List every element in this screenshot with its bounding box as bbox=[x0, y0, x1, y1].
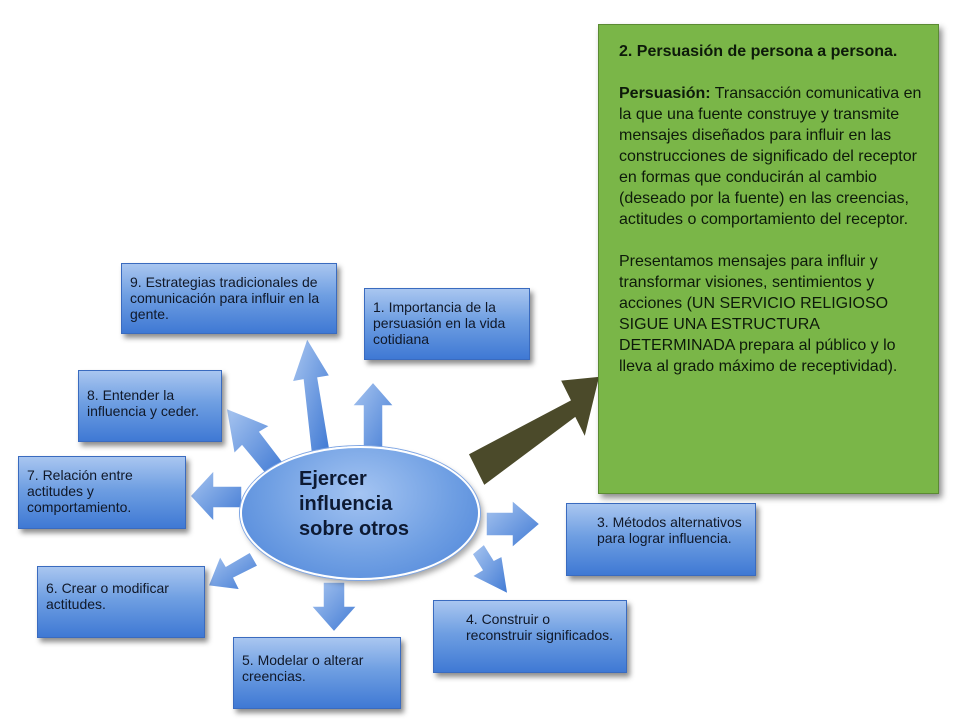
item-6-box: 6. Crear o modificar actitudes. bbox=[37, 566, 205, 638]
detail-term: Persuasión: bbox=[619, 85, 711, 102]
item-5-text: 5. Modelar o alterar creencias. bbox=[242, 652, 364, 684]
central-title: Ejercer influencia sobre otros bbox=[299, 468, 410, 540]
arrow-to-item-3 bbox=[485, 498, 542, 550]
arrow-to-item-4 bbox=[470, 542, 509, 596]
detail-heading: 2. Persuasión de persona a persona. bbox=[619, 43, 898, 60]
item-3-box: 3. Métodos alternativos para lograr infl… bbox=[566, 503, 756, 576]
item-3-text: 3. Métodos alternativos para lograr infl… bbox=[597, 514, 742, 546]
arrow-to-item-7 bbox=[188, 468, 243, 524]
item-8-box: 8. Entender la influencia y ceder. bbox=[78, 370, 222, 442]
arrow-to-item-8 bbox=[225, 406, 285, 478]
detail-box: 2. Persuasión de persona a persona. Pers… bbox=[598, 24, 939, 494]
item-4-box: 4. Construir o reconstruir significados. bbox=[433, 600, 627, 673]
item-9-box: 9. Estrategias tradicionales de comunica… bbox=[121, 263, 337, 334]
item-7-text: 7. Relación entre actitudes y comportami… bbox=[27, 467, 133, 515]
arrow-to-item-9 bbox=[290, 336, 332, 453]
arrow-to-item-6 bbox=[206, 550, 260, 591]
arrow-to-detail bbox=[467, 375, 601, 488]
item-4-text: 4. Construir o reconstruir significados. bbox=[466, 611, 614, 643]
item-7-box: 7. Relación entre actitudes y comportami… bbox=[18, 456, 186, 529]
detail-paragraph: Presentamos mensajes para influir y tran… bbox=[619, 253, 898, 375]
item-8-text: 8. Entender la influencia y ceder. bbox=[87, 387, 200, 419]
item-1-text: 1. Importancia de la persuasión en la vi… bbox=[373, 299, 506, 347]
item-5-box: 5. Modelar o alterar creencias. bbox=[233, 637, 401, 709]
item-9-text: 9. Estrategias tradicionales de comunica… bbox=[130, 274, 320, 322]
item-6-text: 6. Crear o modificar actitudes. bbox=[46, 580, 169, 612]
item-1-box: 1. Importancia de la persuasión en la vi… bbox=[364, 288, 530, 360]
arrow-to-item-5 bbox=[309, 581, 359, 634]
central-ellipse bbox=[240, 446, 480, 580]
detail-definition: Transacción comunicativa en la que una f… bbox=[619, 85, 922, 228]
